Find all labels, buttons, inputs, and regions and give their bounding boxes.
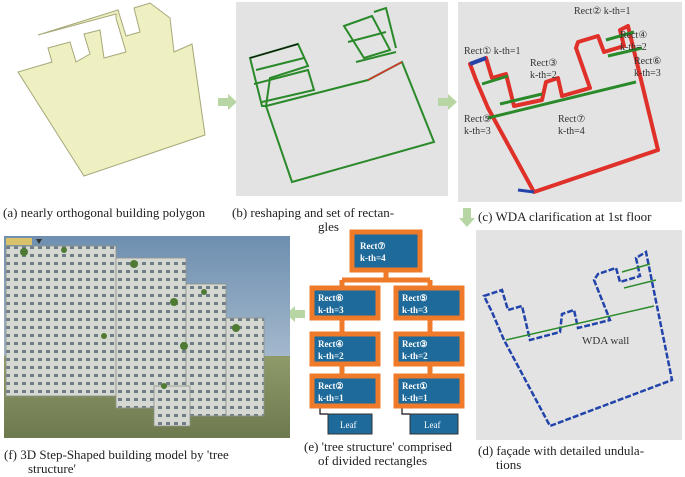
label-rect5-name: Rect⑤ — [464, 114, 491, 125]
caption-f-line1: (f) 3D Step-Shaped building model by 'tr… — [4, 448, 229, 461]
caption-b-line1: (b) reshaping and set of rectan- — [232, 206, 394, 219]
panel-a-polygon — [0, 0, 230, 200]
tree-left-2-name: Rect② — [318, 381, 344, 391]
label-rect5-k: k-th=3 — [464, 126, 491, 137]
tree-right-0-k: k-th=3 — [402, 305, 428, 315]
panel-d-facade: WDA wall — [476, 230, 682, 440]
tree-right-0-name: Rect⑤ — [402, 293, 428, 303]
label-rect3-k: k-th=2 — [530, 70, 557, 81]
label-rect6-k: k-th=3 — [634, 68, 661, 79]
arrow-a-to-b — [218, 94, 238, 110]
tree-left-0-name: Rect⑥ — [318, 293, 344, 303]
panel-c-wda: Rect② k-th=1 Rect① k-th=1 Rect④ k-th=2 R… — [458, 2, 682, 202]
tree-left-1-k: k-th=2 — [318, 351, 344, 361]
label-rect7-k: k-th=4 — [558, 126, 585, 137]
label-rect3-name: Rect③ — [530, 58, 557, 69]
label-rect4-name: Rect④ — [620, 30, 647, 41]
tree-left-2-k: k-th=1 — [318, 393, 344, 403]
tree-right-1-name: Rect③ — [402, 339, 428, 349]
caption-e-line2: of divided rectangles — [318, 454, 427, 467]
caption-c: (c) WDA clarification at 1st floor — [478, 210, 651, 223]
caption-d-line2: tions — [496, 458, 521, 471]
arrow-b-to-c — [438, 94, 458, 110]
panel-b-rectangles — [236, 2, 448, 196]
label-rect2: Rect② k-th=1 — [574, 6, 631, 17]
panel-e-tree: Rect⑦ k-th=4 Rect⑥ k-th=3 Rect④ k-th=2 R… — [306, 226, 474, 440]
tree-right-2-name: Rect① — [402, 381, 428, 391]
caption-d-line1: (d) façade with detailed undula- — [478, 444, 644, 457]
label-rect7-name: Rect⑦ — [558, 114, 585, 125]
label-wda-wall: WDA wall — [582, 335, 629, 347]
tree-left-1-name: Rect④ — [318, 339, 344, 349]
tree-leaf-left-label: Leaf — [340, 420, 356, 430]
label-rect6-name: Rect⑥ — [634, 56, 661, 67]
building-polygon — [18, 3, 205, 176]
label-rect1: Rect① k-th=1 — [464, 46, 521, 57]
tree-right-2-k: k-th=1 — [402, 393, 428, 403]
panel-f-3d-model — [4, 236, 290, 438]
tree-root-name: Rect⑦ — [360, 241, 386, 251]
caption-e-line1: (e) 'tree structure' comprised — [304, 440, 452, 453]
caption-f-line2: structure' — [28, 462, 76, 475]
caption-a: (a) nearly orthogonal building polygon — [3, 206, 205, 219]
tree-left-0-k: k-th=3 — [318, 305, 344, 315]
label-rect4-k: k-th=2 — [620, 42, 647, 53]
tree-root-k: k-th=4 — [360, 253, 386, 263]
tree-leaf-right-label: Leaf — [424, 420, 440, 430]
arrow-c-to-d — [459, 208, 475, 228]
tree-node-root — [352, 232, 420, 270]
tree-right-1-k: k-th=2 — [402, 351, 428, 361]
